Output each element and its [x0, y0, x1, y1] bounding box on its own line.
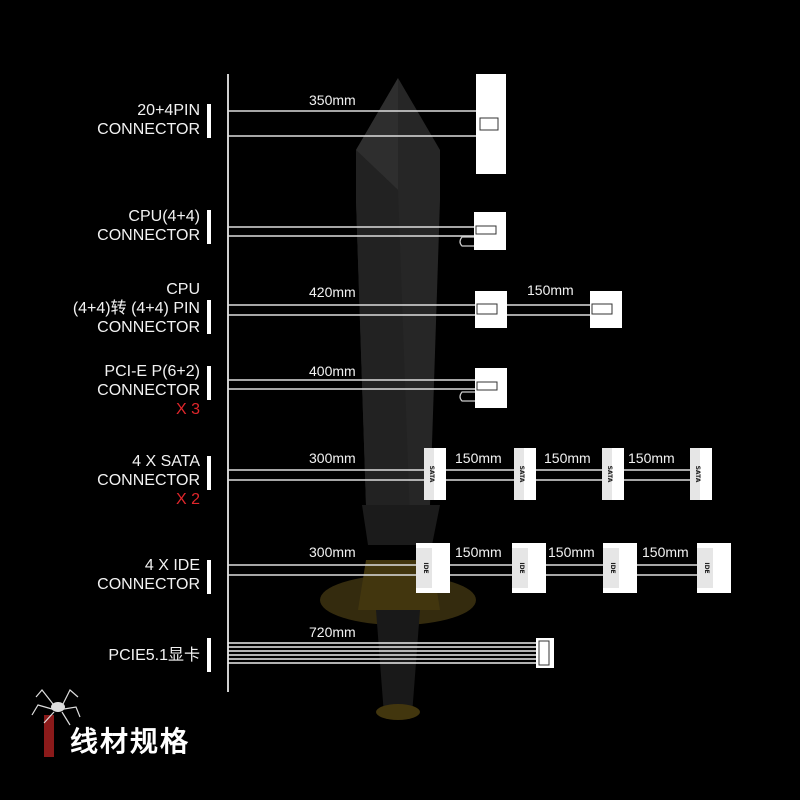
length-label: 150mm [548, 544, 595, 560]
sata-connector: SATA [514, 448, 536, 500]
label-line: CONNECTOR [97, 319, 200, 336]
row-pcie5-cable [228, 638, 554, 668]
label-line: CPU(4+4) [128, 208, 200, 225]
sata-connector: SATA [690, 448, 712, 500]
length-label: 300mm [309, 450, 356, 466]
label-line: CONNECTOR [97, 576, 200, 593]
row-ide-cable: IDE IDE IDE IDE [228, 543, 731, 593]
sata-connector: SATA [602, 448, 624, 500]
sword-icon [320, 78, 476, 720]
page-title: 线材规格 [70, 725, 191, 758]
svg-text:IDE: IDE [422, 562, 429, 573]
quantity-label: X 2 [175, 491, 200, 508]
length-label: 150mm [642, 544, 689, 560]
svg-text:IDE: IDE [518, 562, 525, 573]
label-cpu44: CPU(4+4) CONNECTOR [97, 207, 200, 245]
length-label: 150mm [544, 450, 591, 466]
ide-connector: IDE [416, 543, 450, 593]
length-label: 720mm [309, 624, 356, 640]
label-bar [207, 456, 211, 490]
svg-text:SATA: SATA [518, 466, 525, 483]
length-label: 150mm [455, 544, 502, 560]
svg-text:SATA: SATA [606, 466, 613, 483]
label-line: PCIE5.1显卡 [108, 647, 200, 664]
label-bar [207, 210, 211, 244]
length-label: 350mm [309, 92, 356, 108]
label-ide: 4 X IDE CONNECTOR [97, 556, 200, 594]
quantity-label: X 3 [175, 401, 200, 418]
ide-connector: IDE [697, 543, 731, 593]
length-label: 150mm [527, 282, 574, 298]
label-bar [207, 560, 211, 594]
svg-text:SATA: SATA [428, 466, 435, 483]
label-pcie: PCI-E P(6+2) CONNECTOR X 3 [97, 362, 200, 419]
length-label: 420mm [309, 284, 356, 300]
row-pcie-cable [228, 368, 507, 408]
pcie-connector [475, 368, 507, 408]
svg-text:IDE: IDE [609, 562, 616, 573]
label-line: CONNECTOR [97, 121, 200, 138]
row-cpu44b-cable [228, 291, 622, 328]
cpu-connector-2 [590, 291, 622, 328]
label-line: CONNECTOR [97, 227, 200, 244]
cpu-connector-1 [475, 291, 507, 328]
label-line: PCI-E P(6+2) [104, 363, 200, 380]
label-cpu44b: CPU (4+4)转 (4+4) PIN CONNECTOR [73, 280, 200, 337]
label-line: 4 X SATA [132, 453, 200, 470]
row-cpu44-cable [228, 212, 506, 250]
row-atx-cable [228, 74, 506, 174]
label-sata: 4 X SATA CONNECTOR X 2 [97, 452, 200, 509]
length-label: 150mm [455, 450, 502, 466]
label-line: CONNECTOR [97, 382, 200, 399]
label-line: CPU [166, 281, 200, 298]
label-bar [207, 638, 211, 672]
label-line: (4+4)转 (4+4) PIN [72, 300, 200, 317]
label-line: 20+4PIN [137, 102, 200, 119]
label-atx: 20+4PIN CONNECTOR [97, 101, 200, 139]
label-line: CONNECTOR [97, 472, 200, 489]
svg-text:SATA: SATA [694, 466, 701, 483]
cpu-connector [474, 212, 506, 250]
ide-connector: IDE [603, 543, 637, 593]
spider-icon [31, 689, 81, 757]
row-sata-cable: SATA SATA SATA SATA [228, 448, 712, 500]
label-pcie5: PCIE5.1显卡 [108, 646, 200, 665]
label-line: 4 X IDE [144, 557, 200, 574]
label-bar [207, 104, 211, 138]
label-bar [207, 366, 211, 400]
length-label: 300mm [309, 544, 356, 560]
label-bar [207, 300, 211, 334]
length-label: 400mm [309, 363, 356, 379]
sata-connector: SATA [424, 448, 446, 500]
atx-24pin-connector [476, 74, 506, 174]
svg-text:IDE: IDE [703, 562, 710, 573]
length-label: 150mm [628, 450, 675, 466]
ide-connector: IDE [512, 543, 546, 593]
